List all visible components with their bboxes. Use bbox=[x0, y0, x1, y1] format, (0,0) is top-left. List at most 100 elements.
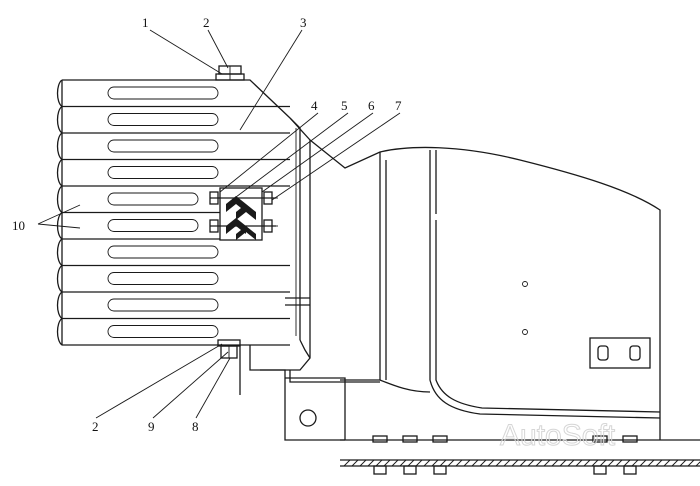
base-rail bbox=[340, 435, 700, 475]
hatch-line bbox=[391, 459, 399, 467]
hatch-line bbox=[415, 459, 423, 467]
tube-slot bbox=[107, 325, 219, 338]
tube-slot bbox=[107, 113, 219, 126]
hatch-line bbox=[471, 459, 479, 467]
tube-row bbox=[56, 317, 290, 346]
hatch-line bbox=[591, 459, 599, 467]
hatch-line bbox=[607, 459, 615, 467]
hatch-line bbox=[623, 459, 631, 467]
callout-4: 4 bbox=[311, 98, 318, 113]
tube-row bbox=[56, 264, 290, 293]
hatch-line bbox=[479, 459, 487, 467]
hatch-line bbox=[695, 461, 700, 467]
slotted-plate bbox=[589, 337, 651, 369]
rail-bolt-head bbox=[402, 435, 418, 443]
leader-lines bbox=[37, 29, 401, 419]
rail-bolt-nut bbox=[593, 465, 607, 475]
bolt-head-upper bbox=[209, 191, 219, 205]
mount-hole bbox=[299, 409, 317, 427]
hatch-line bbox=[535, 459, 543, 467]
hatch-line bbox=[639, 459, 647, 467]
hatch-line bbox=[663, 459, 671, 467]
tube-row bbox=[56, 132, 290, 161]
hatch-line bbox=[447, 459, 455, 467]
hatch-line bbox=[439, 459, 447, 467]
rail-bolt-head bbox=[592, 435, 608, 443]
hatch-line bbox=[343, 459, 351, 467]
tube-row bbox=[56, 185, 220, 214]
tube-row bbox=[56, 291, 290, 320]
rail-bolt-nut bbox=[373, 465, 387, 475]
hatch-line bbox=[431, 459, 439, 467]
callout-10: 10 bbox=[12, 218, 25, 233]
callout-5: 5 bbox=[341, 98, 348, 113]
hatch-line bbox=[543, 459, 551, 467]
callout-labels: 1 2 3 4 5 6 7 10 2 9 8 bbox=[12, 15, 402, 434]
hatch-line bbox=[655, 459, 663, 467]
rubber-cushion-mid bbox=[236, 204, 256, 220]
hatch-line bbox=[511, 459, 519, 467]
rail-bolt-head bbox=[372, 435, 388, 443]
hatch-line bbox=[583, 459, 591, 467]
hatch-line bbox=[503, 459, 511, 467]
hatch-line bbox=[463, 459, 471, 467]
tube-slot bbox=[107, 139, 219, 153]
hatch-line bbox=[679, 459, 687, 467]
callout-2-bottom: 2 bbox=[92, 419, 99, 434]
hatch-line bbox=[375, 459, 383, 467]
hatch-line bbox=[495, 459, 503, 467]
hatch-line bbox=[527, 459, 535, 467]
hatch-line bbox=[575, 459, 583, 467]
hatch-line bbox=[367, 459, 375, 467]
rivet-hole-lower bbox=[522, 329, 528, 335]
rail-bolt-nut bbox=[433, 465, 447, 475]
slot-right bbox=[629, 345, 641, 361]
rail-bolt-head bbox=[432, 435, 448, 443]
hatch-line bbox=[423, 459, 431, 467]
hatch-line bbox=[551, 459, 559, 467]
hatch-line bbox=[407, 459, 415, 467]
bottom-bolt bbox=[217, 339, 241, 359]
tube-slot bbox=[107, 166, 219, 179]
hatch-line bbox=[351, 459, 359, 467]
callout-6: 6 bbox=[368, 98, 375, 113]
tube-row bbox=[56, 105, 290, 134]
hatch-line bbox=[487, 459, 495, 467]
fastener-assembly bbox=[209, 187, 278, 241]
hatch-line bbox=[383, 459, 391, 467]
callout-8: 8 bbox=[192, 419, 199, 434]
tube-slot bbox=[107, 298, 219, 312]
rail-bolt-nut bbox=[403, 465, 417, 475]
hatch-line bbox=[687, 459, 695, 467]
top-bolt bbox=[215, 65, 245, 81]
callout-1: 1 bbox=[142, 15, 149, 30]
hatch-line bbox=[519, 459, 527, 467]
hatch-line bbox=[359, 459, 367, 467]
rail-bolt-head bbox=[622, 435, 638, 443]
bolt-head-lower bbox=[209, 219, 219, 233]
radiator-core bbox=[56, 79, 301, 395]
tube-slot bbox=[107, 192, 199, 206]
rubber-cushion-base bbox=[236, 226, 256, 240]
tube-slot bbox=[107, 245, 219, 259]
callout-2-top: 2 bbox=[203, 15, 210, 30]
hatch-line bbox=[615, 459, 623, 467]
side-bracket bbox=[249, 117, 311, 371]
slot-left bbox=[597, 345, 609, 361]
hatch-line bbox=[567, 459, 575, 467]
callout-9: 9 bbox=[148, 419, 155, 434]
hatch-line bbox=[631, 459, 639, 467]
callout-7: 7 bbox=[395, 98, 402, 113]
hatch-line bbox=[599, 459, 607, 467]
hatch-line bbox=[671, 459, 679, 467]
rail-bolt-nut bbox=[623, 465, 637, 475]
tube-row bbox=[56, 211, 220, 240]
rivet-hole-upper bbox=[522, 281, 528, 287]
callout-3: 3 bbox=[300, 15, 307, 30]
radiator-tubes bbox=[56, 79, 290, 346]
clamp-block bbox=[219, 187, 263, 241]
hatch-line bbox=[559, 459, 567, 467]
rail-hatching bbox=[343, 459, 700, 467]
